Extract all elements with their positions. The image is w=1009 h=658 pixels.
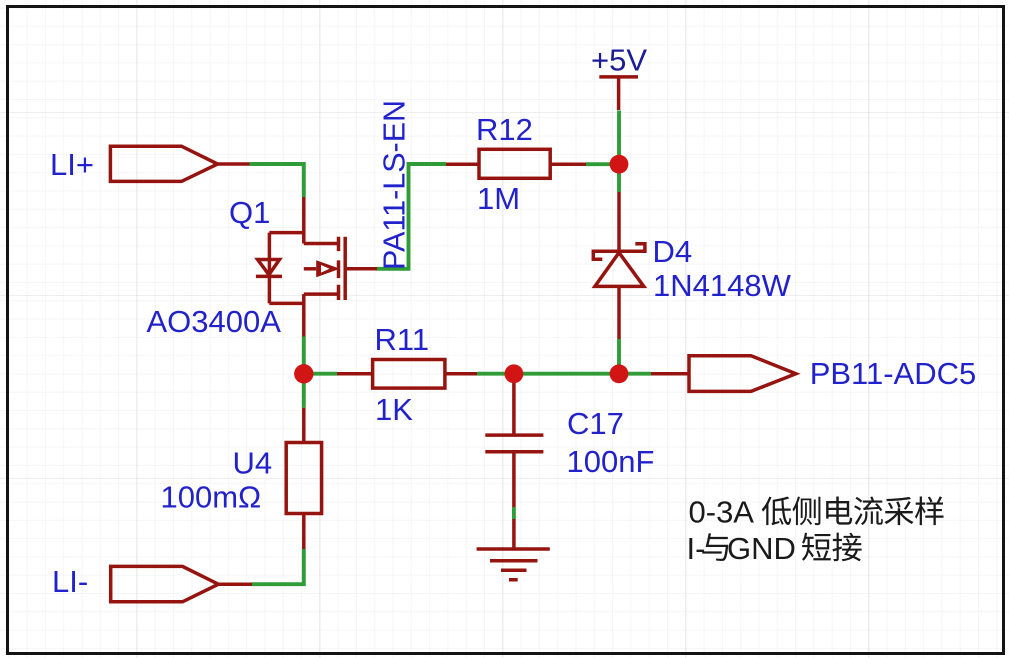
- svg-text:1N4148W: 1N4148W: [653, 268, 792, 303]
- svg-text:AO3400A: AO3400A: [147, 304, 282, 339]
- svg-text:1K: 1K: [375, 392, 413, 427]
- svg-text:0-3A: 0-3A: [689, 495, 755, 530]
- svg-text:R11: R11: [375, 322, 430, 357]
- svg-text:100nF: 100nF: [567, 444, 655, 479]
- svg-text:I-: I-: [687, 531, 706, 566]
- svg-text:C17: C17: [567, 406, 624, 441]
- svg-text:LI+: LI+: [50, 147, 94, 182]
- svg-text:PB11-ADC5: PB11-ADC5: [810, 356, 977, 391]
- svg-text:U4: U4: [233, 446, 273, 481]
- svg-text:D4: D4: [653, 234, 693, 269]
- svg-text:LI-: LI-: [52, 564, 88, 599]
- svg-text:R12: R12: [476, 112, 533, 147]
- svg-text:PA11-LS-EN: PA11-LS-EN: [378, 100, 412, 270]
- svg-text:1M: 1M: [477, 181, 520, 216]
- svg-text:+5V: +5V: [591, 42, 647, 77]
- svg-text:Q1: Q1: [229, 195, 270, 230]
- svg-text:GND: GND: [727, 531, 796, 566]
- svg-text:100mΩ: 100mΩ: [161, 479, 262, 514]
